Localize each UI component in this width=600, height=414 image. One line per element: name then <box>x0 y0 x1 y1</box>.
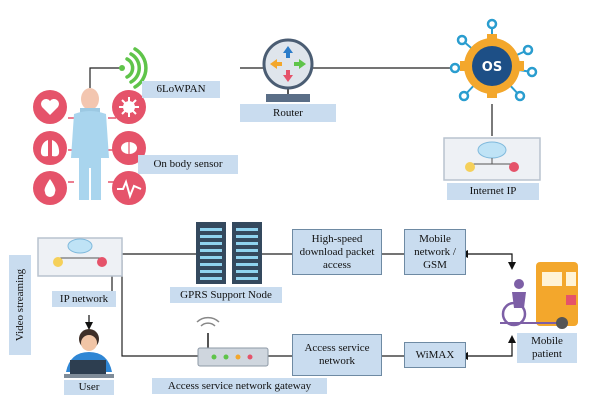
gprs-support-node-label: GPRS Support Node <box>170 287 282 303</box>
wifi-signal-icon <box>119 47 148 89</box>
access-service-network-box: Access service network <box>292 334 382 376</box>
access-service-network-gateway-label: Access service network gateway <box>152 378 327 394</box>
wimax-box: WiMAX <box>404 342 466 368</box>
ip-network-icon <box>37 237 123 277</box>
lungs-sensor-icon <box>33 131 67 165</box>
mobile-patient-icon <box>500 262 578 329</box>
gprs-server-icon <box>196 222 262 284</box>
user-icon <box>64 329 114 378</box>
high-speed-download-box: High-speed download packet access <box>292 229 382 275</box>
internet-ip-icon <box>443 137 541 181</box>
router-label: Router <box>240 104 336 122</box>
mobile-patient-label: Mobile patient <box>517 333 577 363</box>
os-gear-icon: OS <box>449 18 538 102</box>
wimax-patient-arrow <box>460 335 516 360</box>
6lowpan-label: 6LoWPAN <box>142 81 220 98</box>
internet-ip-label: Internet IP <box>447 183 539 200</box>
router-icon <box>262 38 314 102</box>
pulse-sensor-icon <box>112 171 146 205</box>
gsm-patient-arrow <box>460 250 516 270</box>
os-badge-text: OS <box>482 60 502 75</box>
body-figure-icon <box>68 88 116 200</box>
gateway-modem-icon <box>196 316 269 367</box>
mobile-network-gsm-box: Mobile network / GSM <box>404 229 466 275</box>
ip-network-label: IP network <box>52 291 116 307</box>
virus-sensor-icon <box>112 90 146 124</box>
brain-sensor-icon <box>112 131 146 165</box>
heart-sensor-icon <box>33 90 67 124</box>
user-label: User <box>64 380 114 395</box>
blood-drop-sensor-icon <box>33 171 67 205</box>
video-streaming-label: Video streaming <box>9 255 31 355</box>
on-body-sensor-label: On body sensor <box>138 155 238 174</box>
connection-lines <box>89 67 493 357</box>
